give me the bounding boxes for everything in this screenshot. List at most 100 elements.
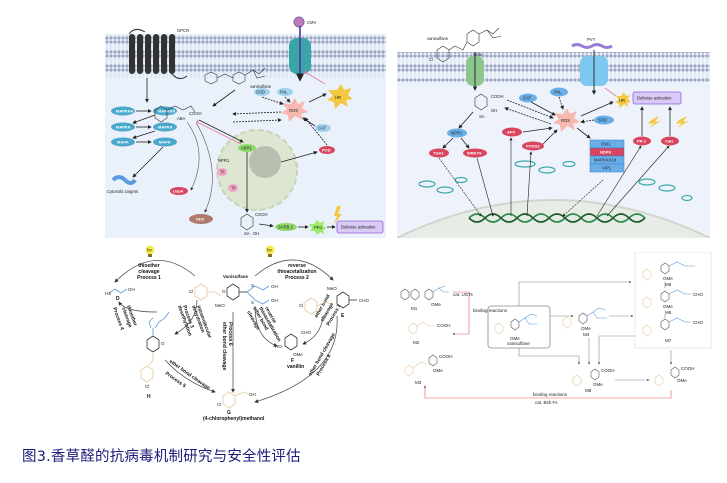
svg-text:CHO: CHO	[359, 298, 369, 303]
cat-node	[315, 124, 331, 132]
svg-text:UspA: UspA	[173, 189, 184, 194]
svg-text:cat. UGTs: cat. UGTs	[453, 292, 474, 297]
vanisulfane-structure	[194, 283, 270, 305]
pvy-label: PVY	[587, 37, 596, 42]
svg-text:ether bond cleavage: ether bond cleavage	[221, 322, 227, 371]
compound-e-structure	[304, 291, 357, 315]
panel-b-diagram: vanisulfane Cl OMe PVY COOH OH SA NPR1 T…	[397, 12, 710, 238]
svg-text:TF: TF	[231, 186, 237, 191]
vanisulfane-label: vanisulfane	[427, 36, 449, 41]
compound-d-label: D	[116, 296, 120, 302]
pods2-node	[522, 141, 544, 151]
svg-text:TGA1: TGA1	[433, 151, 444, 156]
lightning-icon	[648, 116, 661, 128]
svg-text:MAPKK: MAPKK	[116, 125, 131, 130]
svg-text:SARB.2: SARB.2	[278, 225, 294, 230]
metabolite-m7-structure	[642, 317, 691, 337]
svg-text:MeO: MeO	[215, 303, 225, 308]
sod-node	[594, 115, 614, 125]
svg-text:PR-1: PR-1	[637, 139, 647, 144]
figure-caption: 图3.香草醛的抗病毒机制研究与安全性评估	[22, 449, 301, 465]
svg-text:Defense activation: Defense activation	[341, 225, 376, 230]
svg-text:OH: OH	[253, 231, 259, 236]
svg-text:Cl: Cl	[189, 289, 193, 294]
svg-text:SA: SA	[479, 114, 485, 119]
metabolite-m5-structure	[642, 261, 695, 281]
svg-text:OMe: OMe	[581, 326, 591, 331]
svg-text:COOH: COOH	[601, 368, 615, 373]
svg-text:S: S	[251, 300, 254, 305]
sa-structure	[474, 93, 488, 111]
panel-d-diagram: OMe vanisulfane OMe M1 cat. UGTs COOH M2…	[400, 252, 712, 405]
metabolite-m8-structure	[572, 368, 600, 387]
svg-text:M8: M8	[585, 388, 592, 393]
svg-text:OMe: OMe	[431, 302, 441, 307]
compound-h-label: H	[147, 394, 151, 400]
compound-g-structure	[222, 391, 236, 409]
svg-text:VIP1: VIP1	[602, 166, 612, 171]
svg-text:PR1: PR1	[314, 225, 323, 230]
panel-d-metabolism: OMe vanisulfane OMe M1 cat. UGTs COOH M2…	[395, 252, 713, 408]
ion-channel-icon	[289, 26, 311, 82]
pr1-burst	[309, 220, 327, 235]
svg-text:OMe: OMe	[433, 368, 443, 373]
svg-text:thioether: thioether	[138, 263, 159, 269]
svg-text:OH: OH	[271, 284, 278, 289]
svg-text:SA: SA	[244, 231, 250, 236]
pal-node	[550, 87, 568, 97]
svg-text:COOH: COOH	[255, 212, 268, 217]
svg-text:Cl: Cl	[429, 57, 433, 62]
panel-c-photodegradation: hν hν thioether cleavage Process 1 rever…	[105, 242, 388, 428]
light-bulb-icon	[265, 245, 275, 257]
vanillin-label: vanillin	[287, 364, 304, 370]
metabolite-m3-structure	[404, 354, 438, 377]
pr1-node	[633, 136, 651, 146]
svg-text:PAL: PAL	[280, 90, 288, 95]
compound-h-structure	[140, 311, 170, 383]
sa-structure	[240, 213, 254, 231]
svg-text:COOH: COOH	[681, 366, 695, 371]
svg-text:M7: M7	[665, 338, 672, 343]
sarb2-node	[275, 223, 297, 231]
gpcr-receptor-icon	[128, 28, 188, 80]
svg-text:M4: M4	[583, 332, 590, 337]
svg-text:OMe: OMe	[593, 382, 603, 387]
pal-node	[277, 88, 293, 96]
svg-text:cleavage: cleavage	[138, 269, 159, 275]
svg-text:MAPKKK19: MAPKKK19	[594, 158, 617, 163]
svg-text:binding reactions: binding reactions	[473, 308, 508, 313]
svg-text:TF: TF	[220, 170, 226, 175]
compound-e-label: E	[341, 313, 345, 319]
svg-text:OH: OH	[491, 108, 497, 113]
uspa-node	[170, 187, 188, 195]
aba-label: ABA	[177, 116, 186, 121]
tf-node	[228, 184, 238, 192]
sod-node	[254, 88, 270, 96]
svg-text:hν: hν	[147, 248, 153, 253]
metabolite-group-box	[634, 252, 712, 349]
cytosolic-targets-label: Cytosolic targets	[107, 189, 138, 194]
pod-node	[319, 146, 335, 154]
svg-text:O: O	[222, 289, 226, 294]
wrky-node	[463, 148, 487, 158]
svg-text:MAPK: MAPK	[159, 140, 171, 145]
svg-text:HS: HS	[105, 291, 111, 296]
defense-activation-box	[632, 91, 682, 105]
svg-text:S: S	[251, 283, 254, 288]
aba-structure	[154, 105, 196, 123]
gpcr-label: GPCR	[177, 28, 189, 33]
svg-text:Process 1: Process 1	[137, 275, 161, 281]
svg-text:MAPK: MAPK	[117, 140, 129, 145]
cals-node	[661, 136, 679, 146]
ros-burst	[281, 98, 308, 122]
svg-text:CHO: CHO	[693, 292, 703, 297]
hr-burst	[615, 92, 631, 108]
light-bulb-icon	[145, 245, 155, 257]
cmv-virus-icon	[293, 16, 305, 28]
svg-text:O: O	[161, 341, 165, 346]
svg-text:OMe: OMe	[473, 52, 483, 57]
npr1-tf-node	[217, 168, 227, 176]
svg-text:NDPK: NDPK	[600, 150, 611, 155]
cell-membrane	[397, 52, 710, 82]
svg-text:MAPKKK: MAPKKK	[116, 109, 134, 114]
